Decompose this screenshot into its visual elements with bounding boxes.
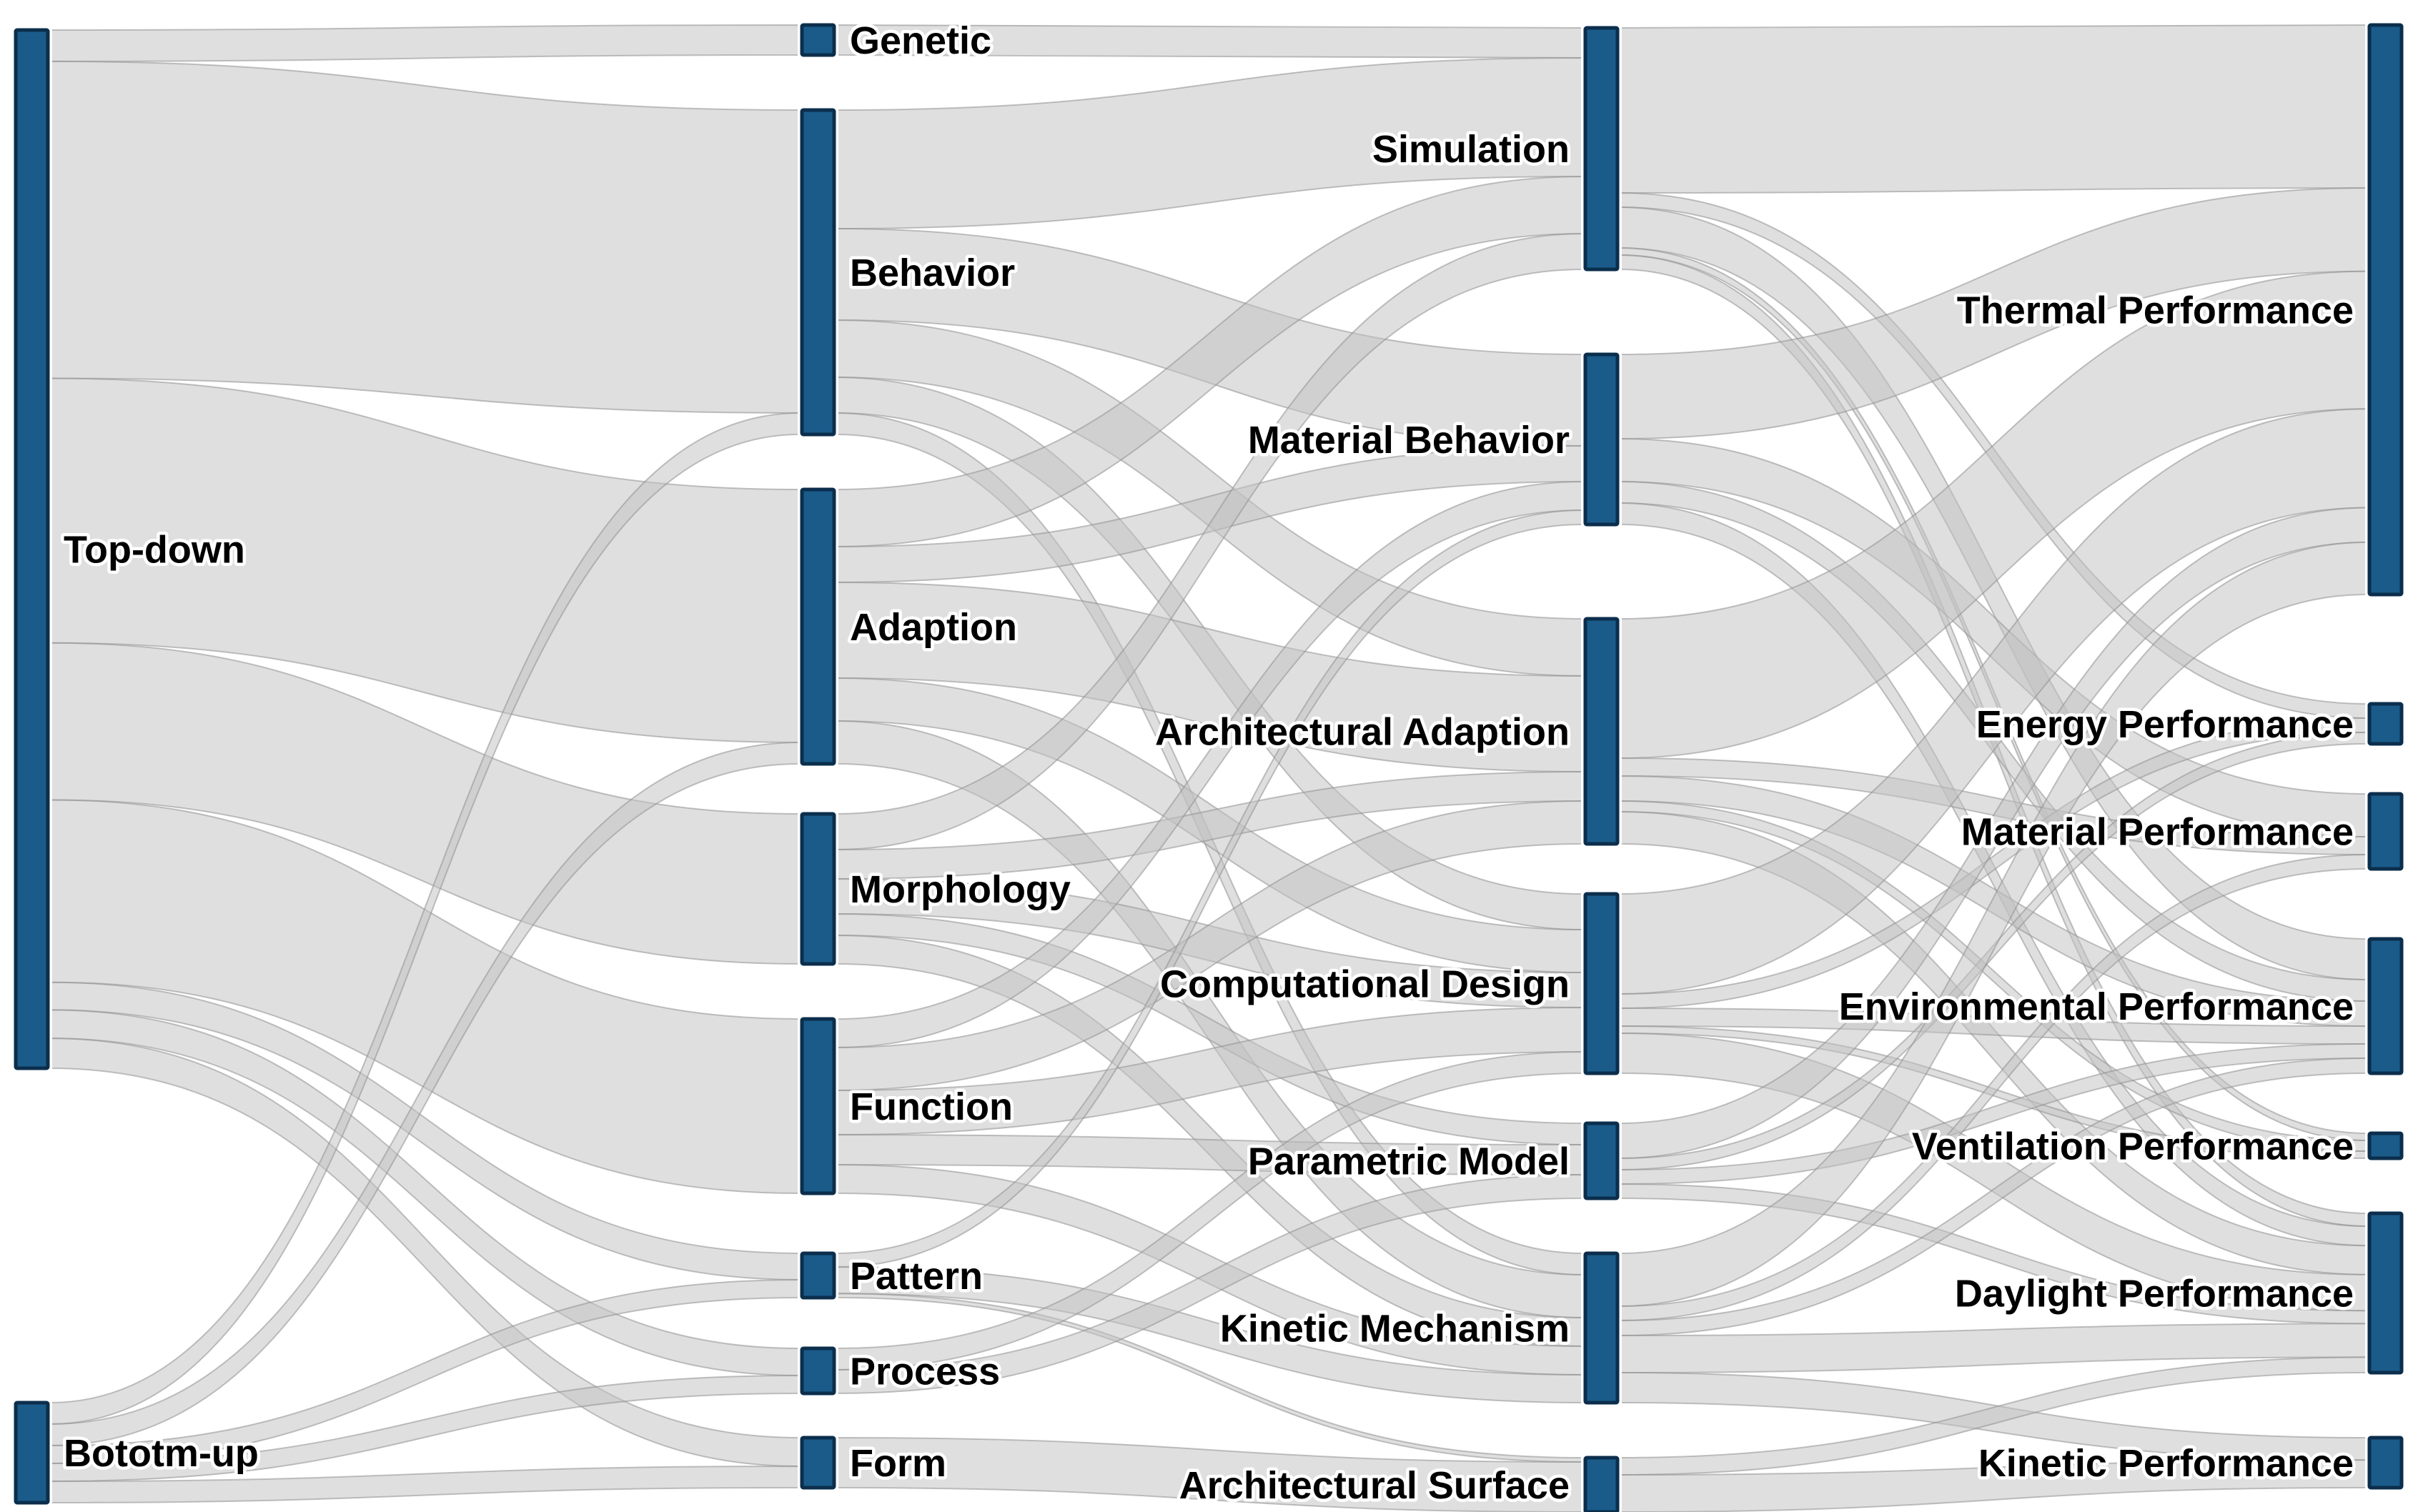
label-energy-performance: Energy Performance [1976,703,2354,746]
node-kinetic-performance [2367,1436,2404,1490]
label-parametric-model: Parametric Model [1248,1140,1570,1183]
label-adaption: Adaption [850,606,1017,649]
label-behavior: Behavior [850,252,1015,294]
node-genetic [800,23,836,57]
label-morphology: Morphology [850,868,1071,911]
label-architectural-surface: Architectural Surface [1179,1464,1570,1507]
label-bototm-up: Bototm-up [64,1432,259,1475]
node-material-performance [2367,792,2404,871]
node-architectural-surface [1583,1456,1620,1512]
link-top-down-behavior [49,60,801,414]
label-kinetic-performance: Kinetic Performance [1978,1442,2354,1485]
label-material-behavior: Material Behavior [1248,419,1570,462]
label-daylight-performance: Daylight Performance [1955,1272,2354,1315]
label-pattern: Pattern [850,1255,983,1298]
link-top-down-genetic [49,24,801,62]
node-computational-design [1583,892,1620,1075]
node-simulation [1583,26,1620,272]
node-form [800,1436,836,1490]
node-morphology [800,812,836,966]
link-form-architectural-surface [836,1436,1584,1512]
label-environmental-performance: Environmental Performance [1839,985,2354,1028]
node-kinetic-mechanism [1583,1251,1620,1405]
node-pattern [800,1251,836,1300]
node-bototm-up [14,1401,50,1505]
node-parametric-model [1583,1121,1620,1200]
node-ventilation-performance [2367,1131,2404,1160]
label-thermal-performance: Thermal Performance [1957,289,2354,332]
node-process [800,1346,836,1396]
node-material-behavior [1583,352,1620,527]
node-environmental-performance [2367,937,2404,1075]
links-layer [49,24,2368,1512]
label-form: Form [850,1442,946,1485]
label-process: Process [850,1350,1000,1393]
node-daylight-performance [2367,1211,2404,1375]
label-simulation: Simulation [1372,128,1570,171]
label-function: Function [850,1085,1013,1128]
label-ventilation-performance: Ventilation Performance [1912,1125,2354,1168]
label-material-performance: Material Performance [1961,810,2354,853]
node-energy-performance [2367,702,2404,746]
node-architectural-adaption [1583,617,1620,846]
node-top-down [14,28,50,1070]
node-adaption [800,487,836,766]
node-thermal-performance [2367,23,2404,597]
label-genetic: Genetic [850,19,991,62]
label-computational-design: Computational Design [1160,963,1570,1005]
node-function [800,1017,836,1195]
node-behavior [800,108,836,437]
label-top-down: Top-down [64,528,245,571]
link-simulation-thermal-performance [1619,24,2368,194]
label-kinetic-mechanism: Kinetic Mechanism [1220,1307,1570,1350]
label-architectural-adaption: Architectural Adaption [1155,710,1570,753]
nodes-layer [11,21,2406,1512]
